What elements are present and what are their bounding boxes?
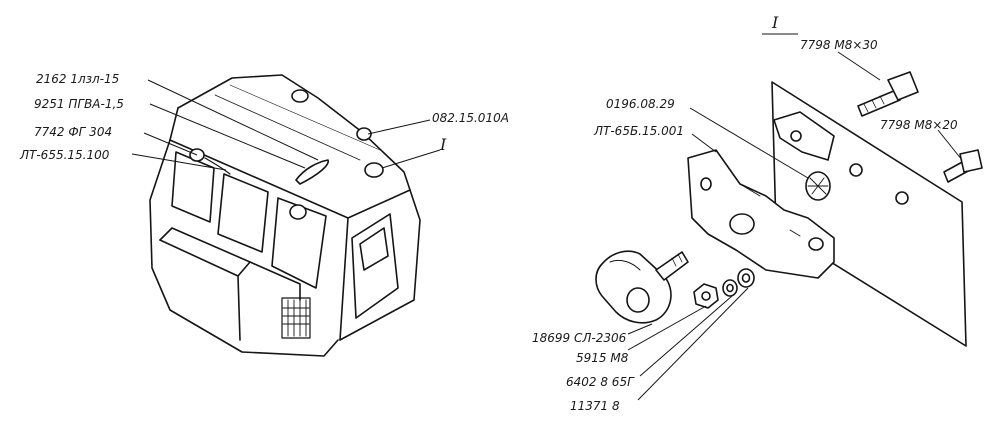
detail-drawing: [595, 71, 983, 347]
label-washer-b: 11371 8: [570, 399, 620, 413]
cab-drawing: [149, 74, 421, 357]
label-cab-lamp: 7742 ФГ 304: [34, 125, 112, 139]
label-cab-wire: 9251 ПГВА-1,5: [34, 97, 124, 111]
label-cab-plug: 2162 1лзл-15: [36, 72, 119, 86]
label-nut: 5915 М8: [576, 351, 629, 365]
label-cab-assembly: ЛТ-655.15.100: [19, 148, 110, 162]
label-cab-part: 082.15.010А: [432, 111, 509, 125]
label-washer-a: 6402 8 65Г: [566, 375, 635, 389]
label-bracket-a: 0196.08.29: [606, 97, 675, 111]
label-detail-view: I: [771, 13, 779, 32]
detail-leaders: [627, 51, 963, 401]
label-bolt-top: 7798 М8×30: [800, 38, 878, 52]
label-cab-view: I: [439, 135, 447, 154]
label-lamp-unit: 18699 СЛ-2306: [532, 331, 627, 345]
label-bracket-b: ЛТ-65Б.15.001: [593, 124, 684, 138]
cab-leaders: [131, 79, 441, 171]
label-bolt-right: 7798 М8×20: [880, 118, 958, 132]
